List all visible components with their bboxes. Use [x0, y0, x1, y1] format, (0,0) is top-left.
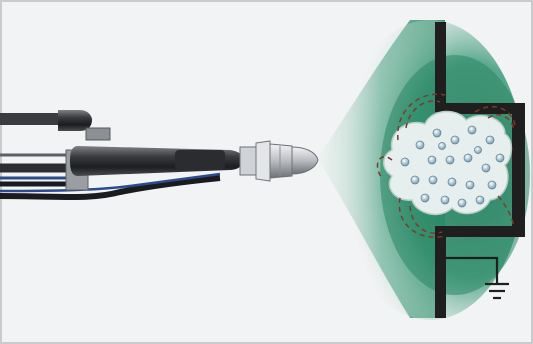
- electrostatic-spray-diagram: [0, 0, 533, 344]
- diagram-canvas: [0, 0, 533, 344]
